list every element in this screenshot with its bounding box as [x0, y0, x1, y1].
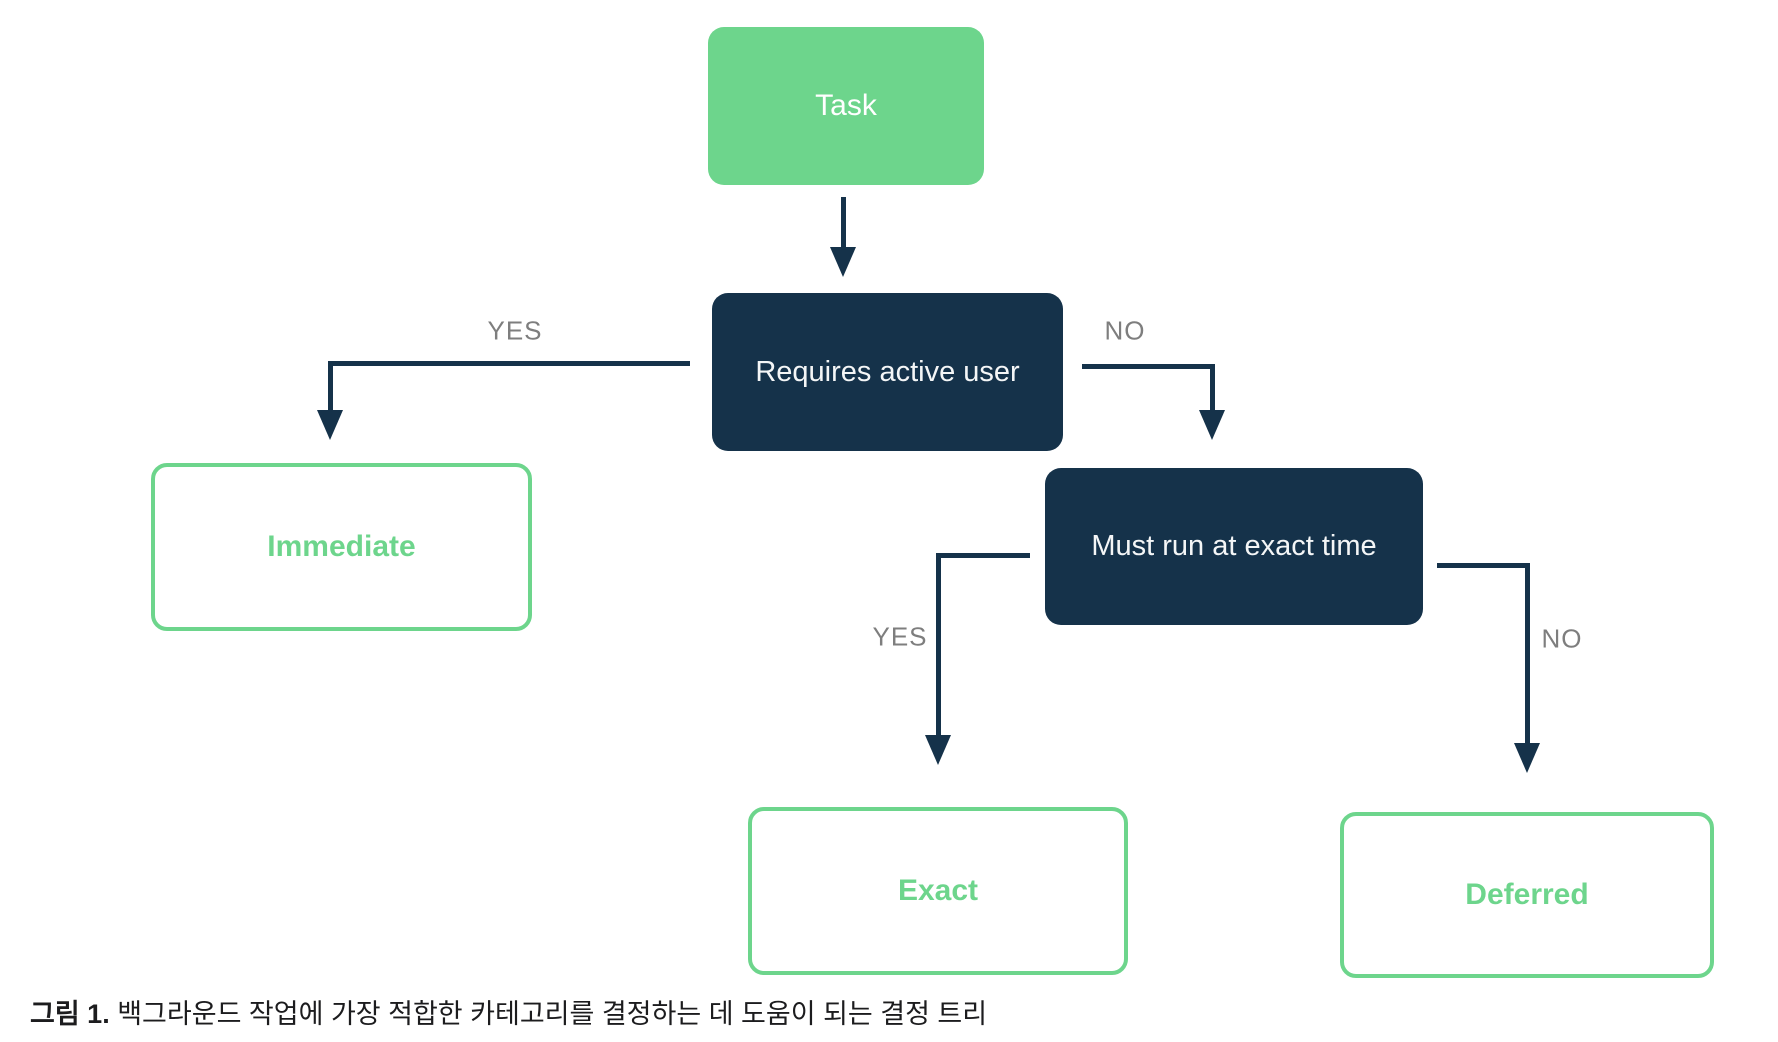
node-task-label: Task	[815, 89, 877, 122]
edge-label-yes-requires: YES	[487, 315, 543, 346]
node-deferred-label: Deferred	[1465, 878, 1589, 911]
figure-caption: 그림 1. 백그라운드 작업에 가장 적합한 카테고리를 결정하는 데 도움이 …	[30, 992, 987, 1031]
node-task: Task	[708, 27, 984, 185]
node-immediate: Immediate	[151, 463, 532, 631]
node-exact-label: Exact	[897, 874, 979, 907]
edge-label-yes-must: YES	[872, 621, 928, 652]
connector-must-yes-horizontal-line	[938, 553, 1030, 558]
connector-requires-no-horizontal-line	[1082, 364, 1215, 369]
node-deferred: Deferred	[1340, 812, 1714, 978]
arrowhead-down-icon	[1199, 410, 1225, 440]
figure-caption-text: 백그라운드 작업에 가장 적합한 카테고리를 결정하는 데 도움이 되는 결정 …	[117, 999, 988, 1029]
connector-requires-yes-horizontal-line	[330, 361, 690, 366]
connector-requires-yes-vertical-line	[328, 361, 333, 412]
connector-must-no-vertical-line	[1525, 563, 1530, 745]
arrowhead-down-icon	[830, 247, 856, 277]
node-requires-active-user-label: Requires active user	[755, 355, 1020, 388]
node-requires-active-user: Requires active user	[712, 293, 1063, 451]
connector-must-no-horizontal-line	[1437, 563, 1530, 568]
arrowhead-down-icon	[1514, 743, 1540, 773]
edge-label-no-requires: NO	[1104, 315, 1146, 346]
node-must-run-at-exact-time-label: Must run at exact time	[1091, 530, 1377, 562]
arrowhead-down-icon	[317, 410, 343, 440]
figure-caption-number: 그림 1.	[30, 999, 110, 1029]
arrowhead-down-icon	[925, 735, 951, 765]
edge-label-no-must: NO	[1541, 623, 1583, 654]
connector-requires-no-vertical-line	[1210, 364, 1215, 412]
node-must-run-at-exact-time: Must run at exact time	[1045, 468, 1423, 625]
connector-must-yes-vertical-line	[936, 553, 941, 737]
node-exact: Exact	[748, 807, 1128, 975]
connector-task-to-requires-line	[841, 197, 846, 249]
node-immediate-label: Immediate	[267, 530, 416, 563]
